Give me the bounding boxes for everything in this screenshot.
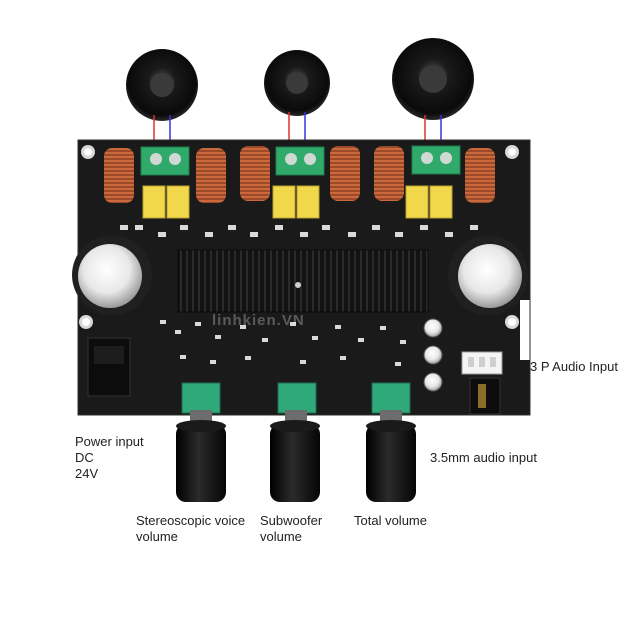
watermark: linhkien.VN	[212, 312, 305, 329]
power-jack	[87, 337, 131, 397]
aux-jack	[469, 377, 501, 415]
label-stereo-volume-2: volume	[136, 529, 178, 544]
label-stereo-volume: Stereoscopic voice	[136, 513, 246, 528]
speaker-terminals	[140, 145, 461, 176]
audio-3p-connector	[461, 351, 503, 375]
smd-components	[120, 225, 478, 366]
inductor-coils	[104, 146, 495, 203]
speaker-center	[264, 50, 330, 116]
potentiometer-bases	[181, 382, 411, 414]
label-3p-audio-input: 3 P Audio Input	[530, 359, 618, 374]
electrolytic-capacitor-left	[72, 235, 152, 315]
electrolytic-capacitor-right	[448, 235, 528, 315]
heatsink	[177, 249, 429, 313]
label-aux-input: 3.5mm audio input	[430, 450, 537, 465]
label-power-input: Power input	[75, 434, 144, 449]
knob-total	[366, 410, 416, 502]
label-subwoofer-volume: Subwoofer	[260, 513, 323, 528]
label-power-dc: DC	[75, 450, 94, 465]
label-total-volume: Total volume	[354, 513, 427, 528]
knob-subwoofer	[270, 410, 320, 502]
small-capacitors	[423, 318, 443, 392]
label-subwoofer-volume-2: volume	[260, 529, 302, 544]
film-capacitors	[142, 185, 453, 219]
speaker-left	[126, 49, 198, 121]
knob-stereo	[176, 410, 226, 502]
speaker-right	[392, 38, 474, 120]
label-power-24v: 24V	[75, 466, 99, 481]
